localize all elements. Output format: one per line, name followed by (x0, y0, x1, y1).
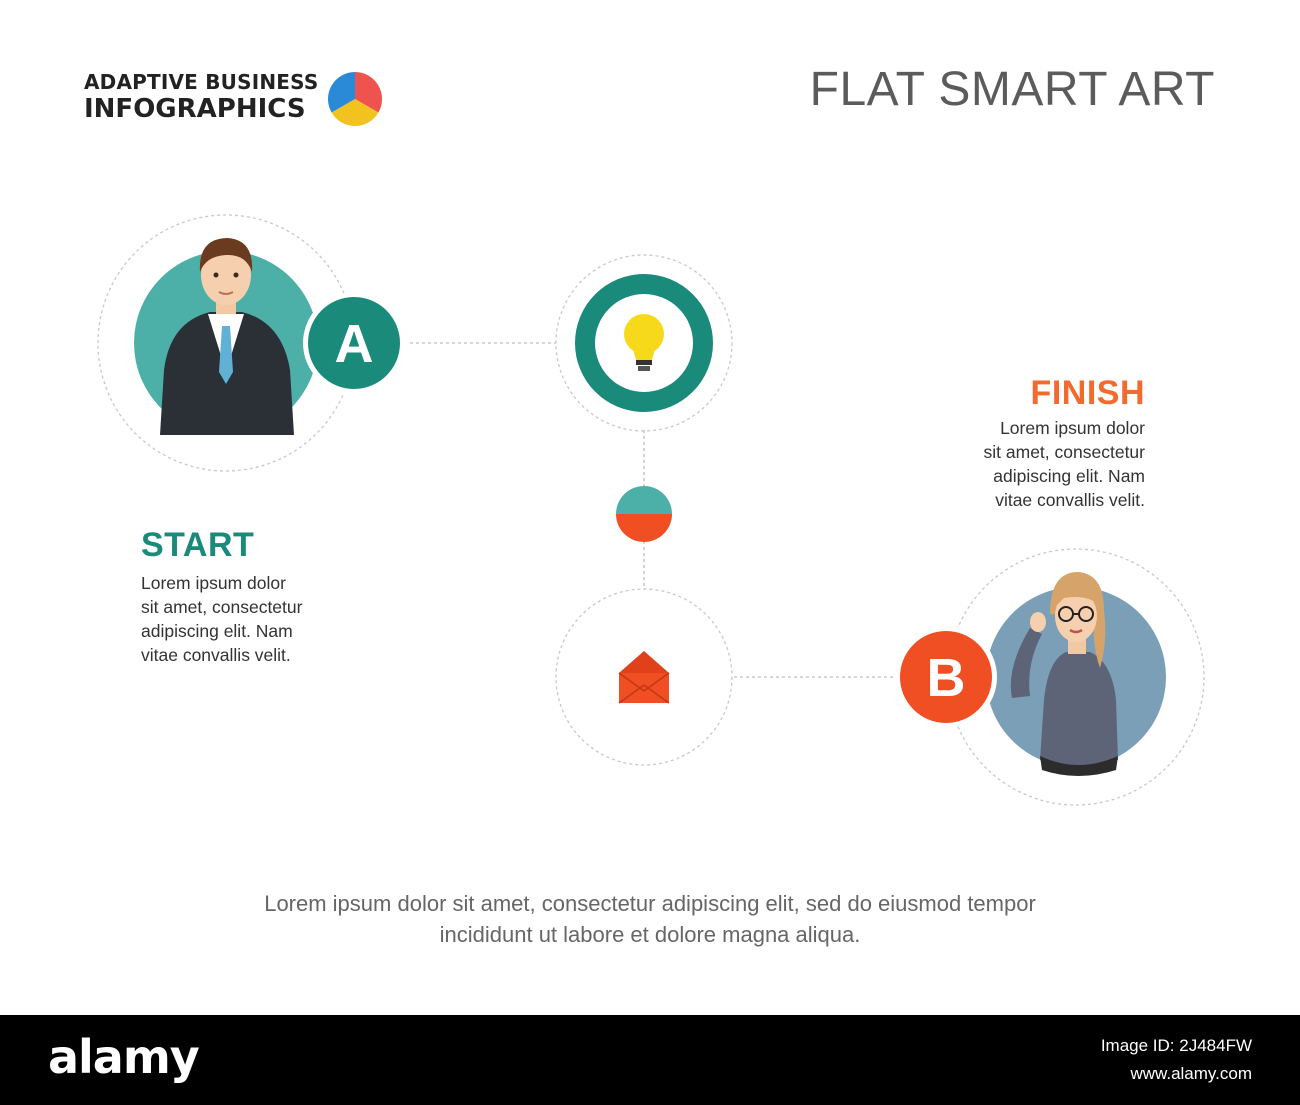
node-mail (555, 588, 733, 766)
node-idea (555, 254, 733, 432)
brand-line-2: INFOGRAPHICS (84, 94, 306, 124)
mini-pie-top (616, 486, 672, 514)
stock-image-id: Image ID: 2J484FW (1100, 1036, 1252, 1055)
node-chart (616, 486, 672, 542)
finish-title: FINISH (1030, 374, 1145, 412)
infographic-slide: ADAPTIVE BUSINESS INFOGRAPHICS FLAT SMAR… (84, 63, 1215, 950)
finish-text-line: sit amet, consectetur (983, 442, 1145, 462)
start-title: START (141, 526, 255, 564)
node-b: B (895, 548, 1205, 806)
process-diagram: A (97, 214, 1205, 806)
node-b-badge-label: B (927, 648, 966, 708)
footer-caption: Lorem ipsum dolor sit amet, consectetur … (150, 888, 1150, 950)
finish-text-line: adipiscing elit. Nam (993, 466, 1145, 486)
finish-text-line: vitae convallis velit. (995, 490, 1145, 510)
brand-block: ADAPTIVE BUSINESS INFOGRAPHICS (84, 70, 324, 124)
node-b-badge (900, 631, 992, 723)
brand-line-1: ADAPTIVE BUSINESS (84, 70, 319, 94)
stock-meta: Image ID: 2J484FW www.alamy.com (1101, 1032, 1252, 1088)
stock-watermark-bar (0, 1015, 1300, 1105)
footer-caption-line: incididunt ut labore et dolore magna ali… (439, 922, 861, 947)
finish-description: Lorem ipsum dolor sit amet, consectetur … (945, 416, 1145, 512)
start-text-line: adipiscing elit. Nam (141, 621, 293, 641)
node-b-outer-ring (947, 548, 1205, 806)
mini-pie-bottom (616, 514, 672, 542)
node-a-badge-label: A (335, 314, 374, 374)
node-idea-outer-ring (555, 254, 733, 432)
node-a: A (97, 214, 405, 472)
page-title: FLAT SMART ART (809, 63, 1215, 116)
start-description: Lorem ipsum dolor sit amet, consectetur … (141, 571, 341, 667)
finish-text-line: Lorem ipsum dolor (1000, 418, 1145, 438)
envelope-icon (618, 651, 670, 704)
start-text-line: Lorem ipsum dolor (141, 573, 286, 593)
stock-site: www.alamy.com (1130, 1064, 1252, 1083)
start-text-line: sit amet, consectetur (141, 597, 303, 617)
brand-pie-logo-icon (327, 71, 383, 127)
start-text-line: vitae convallis velit. (141, 645, 291, 665)
businesswoman-avatar-icon (1010, 572, 1118, 776)
businessman-avatar-icon (160, 238, 294, 435)
node-a-badge (308, 297, 400, 389)
stock-logo: alamy (48, 1030, 200, 1084)
node-mail-outer-ring (555, 588, 733, 766)
footer-caption-line: Lorem ipsum dolor sit amet, consectetur … (264, 891, 1036, 916)
lightbulb-icon (624, 314, 664, 371)
